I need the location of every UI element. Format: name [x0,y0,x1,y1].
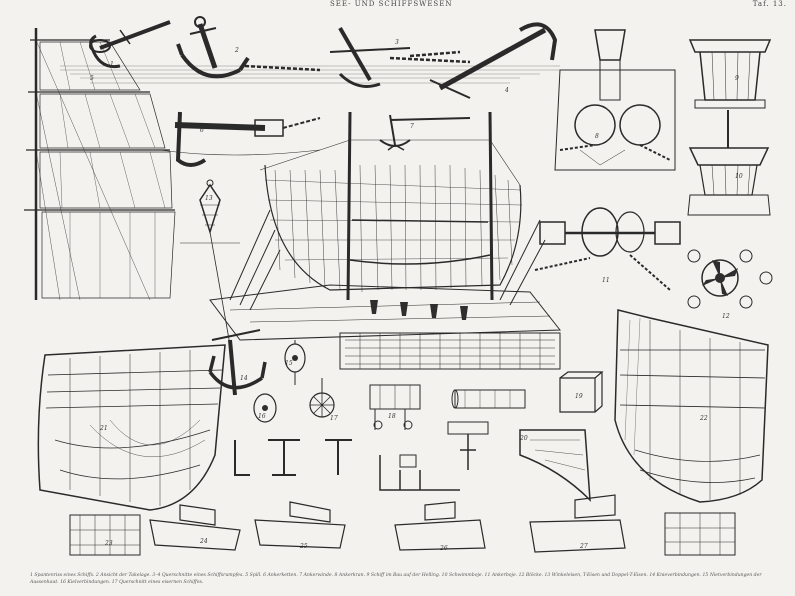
figure-number: 27 [579,543,588,550]
capstan-head-figure [687,249,773,309]
pulley-blocks-figure [253,340,335,423]
figure-number: 8 [595,133,599,140]
figure-number: 26 [439,545,448,552]
figure-number: 21 [99,425,108,432]
hull-section-right-figure [614,309,769,503]
figure-number: 9 [735,75,739,82]
figure-number: 12 [722,313,730,320]
plate-caption: 1 Spantenriss eines Schiffs. 2 Ansicht d… [30,573,762,585]
hull-section-left-figure [37,344,226,511]
sea-scene-anchors [60,16,560,99]
figure-number: 17 [330,415,338,422]
figure-number: 5 [90,75,94,82]
capstan-large-figure [688,39,772,109]
windlass-deck-figure [554,29,676,171]
knee-bracket-figure [447,421,591,502]
figure-number: 18 [388,413,396,420]
keel-joint-row [69,494,736,556]
rigging-figure [24,28,176,301]
stockless-anchor-figure [208,329,267,396]
capstan-section-figure [687,110,771,216]
plate-number: Taf. 13. [752,0,787,8]
anchor-4-figure [409,22,558,99]
figure-number: 11 [602,277,610,284]
buoy-figure [180,179,240,346]
anchor-windlass-figure [534,207,681,291]
figure-number: 16 [258,413,266,420]
anchor-3-figure [329,27,471,88]
figure-number: 24 [199,538,208,545]
hull-on-slipway-figure [209,111,562,370]
iron-profiles-figure [234,439,460,491]
anchor-1-figure [89,20,171,69]
anchor-crane-figure [159,111,321,167]
figure-number: 25 [299,543,308,550]
plate-title: SEE- UND SCHIFFSWESEN [330,0,453,8]
figure-number: 20 [519,435,528,442]
grapnel-anchor-figure [379,114,471,151]
anchor-2-figure [176,16,321,79]
figure-number: 3 [395,39,399,46]
figure-number: 19 [575,393,583,400]
figure-number: 13 [205,195,213,202]
figure-number: 1 [110,61,114,68]
figure-number: 7 [410,123,414,130]
figure-number: 6 [200,127,204,134]
figure-number: 2 [234,47,239,54]
figure-number: 4 [504,87,509,94]
figure-number: 22 [699,415,708,422]
figure-number: 15 [285,360,293,367]
figure-number: 14 [240,375,248,382]
rivet-joint-figures [369,371,604,430]
figure-number: 23 [104,540,113,547]
figure-number: 10 [735,173,743,180]
